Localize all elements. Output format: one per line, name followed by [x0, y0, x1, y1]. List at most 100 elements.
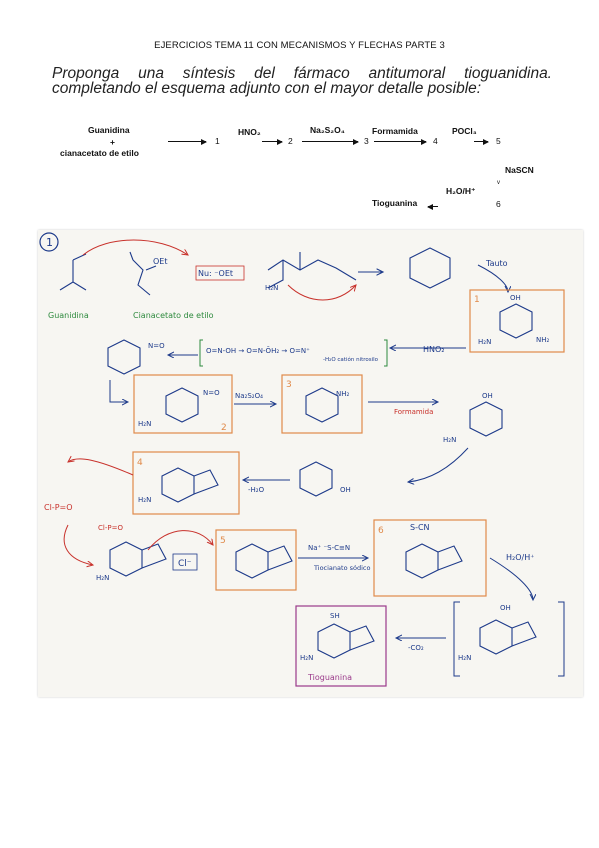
arrow-to-1: [168, 138, 207, 145]
label-nu-oet: Nu: ⁻OEt: [198, 269, 233, 278]
box3-label: 3: [286, 380, 292, 390]
reagent-h2o-h: H₂O/H⁺: [446, 186, 476, 196]
label-formamida: Formamida: [394, 408, 433, 416]
ring-structure-1: [409, 247, 451, 289]
start-cianacetato: cianacetato de etilo: [60, 148, 139, 158]
compound-5: 5: [496, 136, 501, 146]
imidazole-phosphate: [141, 543, 167, 569]
circle-number: [39, 232, 59, 252]
ring-compound-1: [499, 303, 533, 339]
reaction-scheme: Guanidina + cianacetato de etilo 1 HNO₂ …: [0, 118, 599, 218]
label-cianacetato: Cianacetato de etilo: [133, 311, 214, 320]
label-nh2-1: NH₂: [536, 336, 550, 344]
product-tioguanina: Tioguanina: [372, 198, 418, 208]
label-no-2: N=O: [203, 389, 220, 397]
green-bracket: [199, 339, 388, 367]
label-oet: OEt: [153, 257, 168, 266]
label-oh-1: OH: [510, 294, 521, 302]
page-header: EJERCICIOS TEMA 11 CON MECANISMOS Y FLEC…: [154, 40, 445, 51]
prompt-line-2: completando el esquema adjunto con el ma…: [52, 80, 482, 97]
arrow-down-to-6: v: [497, 180, 500, 186]
ring-tioguanina: [317, 623, 351, 659]
cl-box: [172, 553, 198, 571]
label-no-a: N=O: [148, 342, 165, 350]
label-h2n-1: H₂N: [478, 338, 491, 346]
box-compound-2: [133, 374, 233, 434]
handwritten-solution-photo: 1 Guanidina OEt Cianacetato de etilo Nu:…: [38, 230, 583, 697]
ring-intermediate: [479, 619, 513, 655]
arrow-to-2: [262, 138, 283, 145]
box-compound-3: [281, 374, 363, 434]
box-compound-4: [132, 451, 240, 515]
imidazole-tioguanina: [349, 625, 375, 651]
reagent-pocl3: POCl₃: [452, 126, 477, 136]
label-nh2-3: NH₂: [336, 390, 350, 398]
ring-compound-2: [165, 387, 199, 423]
start-plus: +: [110, 137, 115, 147]
compound-2: 2: [288, 136, 293, 146]
box-compound-6: [373, 519, 487, 597]
label-h2n-4: H₂N: [138, 496, 151, 504]
start-guanidina: Guanidina: [88, 125, 130, 135]
arrow-to-3: [302, 138, 359, 145]
compound-6: 6: [496, 199, 501, 209]
label-guanidina: Guanidina: [48, 311, 89, 320]
label-nitrosation: O=N-OH → O=N-ŌH₂ → O=N⁺: [206, 346, 310, 355]
label-h2n-tioguanina: H₂N: [300, 654, 313, 662]
ring-cyclic: [299, 461, 333, 497]
arrow-to-product: [427, 203, 438, 210]
ring-formyl: [469, 401, 503, 437]
intermediate-structure: [267, 252, 357, 289]
arrow-to-cyclic: [408, 447, 469, 482]
reagent-nascn: NaSCN: [505, 165, 534, 175]
imidazole-intermediate: [511, 621, 537, 647]
label-nascn: Na⁺ ⁻S-C≡N: [308, 544, 350, 552]
arrow-to-5: [474, 138, 489, 145]
red-arrow-pocl3: [68, 459, 134, 476]
arrow-tauto: [477, 264, 508, 292]
guanidina-structure: [59, 253, 87, 291]
label-scn: S-CN: [410, 523, 430, 532]
label-minus-h2o: -H₂O: [248, 486, 265, 494]
imidazole-6: [437, 545, 463, 571]
label-oh-cyclic: OH: [340, 486, 351, 494]
red-arrow-2: [287, 285, 356, 301]
box2-label: 2: [221, 423, 227, 433]
label-minus-co2: -CO₂: [408, 644, 424, 652]
box-compound-1: [469, 289, 565, 353]
ring-nitroso: [107, 339, 141, 375]
cianacetato-structure: [129, 251, 157, 296]
reagent-na2s2o4: Na₂S₂O₄: [310, 125, 345, 135]
box4-label: 4: [137, 458, 143, 468]
label-oh-intermediate: OH: [500, 604, 511, 612]
box5-label: 5: [220, 536, 226, 546]
box-tioguanina: [295, 605, 387, 687]
label-tioguanina: Tioguanina: [307, 673, 352, 682]
bracket-intermediate: [453, 601, 565, 677]
label-tauto: Tauto: [485, 259, 508, 268]
imidazole-4: [193, 469, 219, 495]
reagent-hno2: HNO₂: [238, 127, 261, 137]
label-h2n-a: H₂N: [265, 284, 278, 292]
reagent-box: [195, 265, 245, 281]
compound-3: 3: [364, 136, 369, 146]
box-compound-5: [215, 529, 297, 591]
label-h2n-phosphate: H₂N: [96, 574, 109, 582]
label-oh-formyl: OH: [482, 392, 493, 400]
prompt-line-1: Proponga una síntesis del fármaco antitu…: [52, 65, 552, 82]
compound-4: 4: [433, 136, 438, 146]
label-phosphate: Cl-P=O: [98, 524, 123, 532]
label-h2n-2: H₂N: [138, 420, 151, 428]
box6-label: 6: [378, 526, 384, 536]
reagent-formamida: Formamida: [372, 126, 418, 136]
label-h2o-h: H₂O/H⁺: [506, 553, 534, 562]
arrow-to-4: [374, 138, 427, 145]
imidazole-5: [267, 545, 293, 571]
label-pocl3: Cl-P=O: [44, 503, 73, 512]
red-arrow-cl: [147, 530, 213, 551]
red-arrow-1: [82, 239, 188, 255]
label-h2n-intermediate: H₂N: [458, 654, 471, 662]
arrow-hydrolysis: [489, 557, 533, 600]
ring-compound-5: [235, 543, 269, 579]
handwritten-mechanism: 1 Guanidina OEt Cianacetato de etilo Nu:…: [39, 232, 565, 687]
